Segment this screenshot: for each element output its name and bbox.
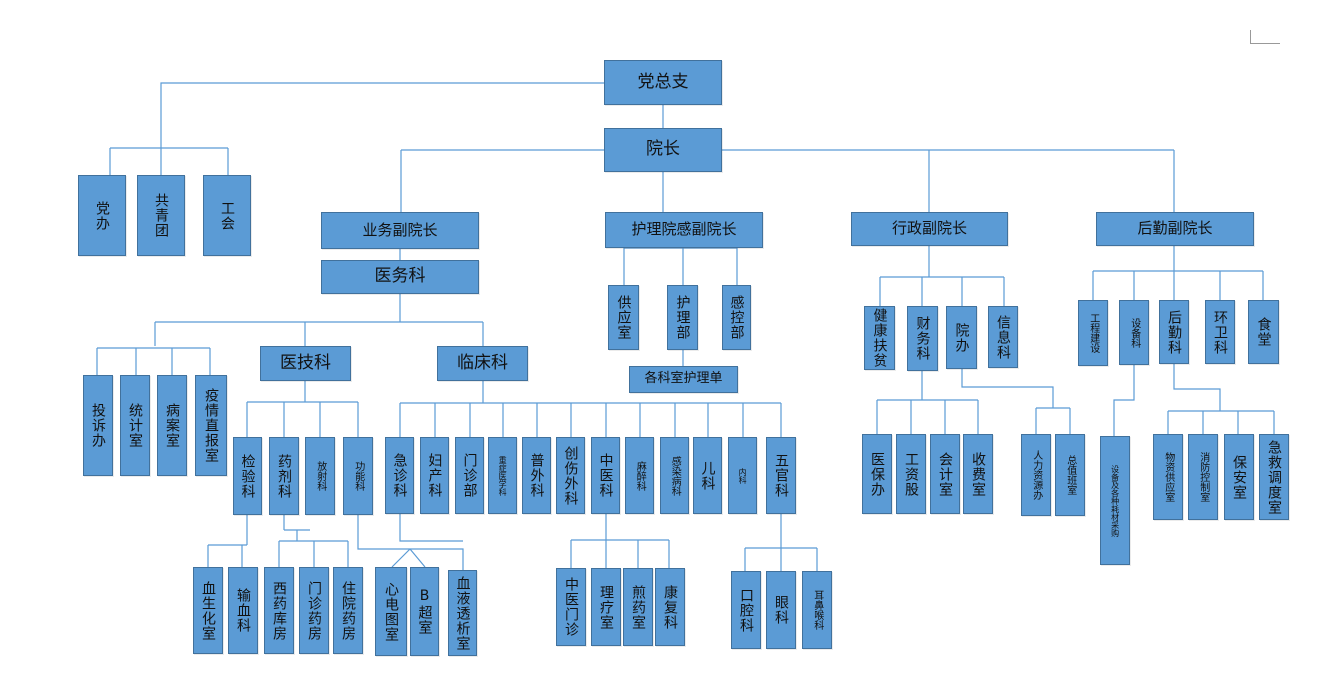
trade-union-box[interactable]: 工会 bbox=[203, 175, 251, 256]
trauma-surgery-box[interactable]: 创伤外科 bbox=[556, 437, 585, 514]
accounting-box[interactable]: 会计室 bbox=[930, 434, 960, 514]
sanitation-box[interactable]: 环卫科 bbox=[1205, 300, 1235, 364]
party-office-box[interactable]: 党办 bbox=[78, 175, 126, 256]
decoction-room-box[interactable]: 煎药室 bbox=[623, 568, 653, 646]
finance-box[interactable]: 财务科 bbox=[907, 306, 938, 371]
poverty-relief-box[interactable]: 健康扶贫 bbox=[864, 306, 895, 370]
tcm-box[interactable]: 中医科 bbox=[591, 437, 620, 514]
procurement-box[interactable]: 设备及各种耗材采购 bbox=[1100, 436, 1130, 565]
transfusion-box[interactable]: 输血科 bbox=[228, 567, 258, 654]
ent-dept-box[interactable]: 五官科 bbox=[766, 437, 796, 514]
ophthalmology-box[interactable]: 眼科 bbox=[766, 571, 796, 649]
fire-control-box[interactable]: 消防控制室 bbox=[1188, 434, 1218, 520]
hr-office-box[interactable]: 人力资源办 bbox=[1021, 434, 1051, 516]
party-branch-box[interactable]: 党总支 bbox=[604, 60, 722, 105]
radiology-box[interactable]: 放射科 bbox=[305, 437, 335, 515]
ward-nursing-box[interactable]: 各科室护理单 bbox=[629, 366, 738, 393]
records-room-box[interactable]: 病案室 bbox=[157, 375, 187, 476]
president-box[interactable]: 院长 bbox=[604, 128, 722, 172]
obgyn-box[interactable]: 妇产科 bbox=[420, 437, 449, 514]
logistics-dept-box[interactable]: 后勤科 bbox=[1159, 300, 1189, 364]
pharmacy-box[interactable]: 药剂科 bbox=[269, 437, 299, 515]
clinical-dept-box[interactable]: 临床科 bbox=[437, 346, 528, 381]
admin-office-box[interactable]: 院办 bbox=[946, 306, 977, 369]
cashier-box[interactable]: 收费室 bbox=[963, 434, 993, 514]
infection-control-box[interactable]: 感控部 bbox=[722, 285, 751, 350]
materials-supply-box[interactable]: 物资供应室 bbox=[1153, 434, 1183, 520]
outpatient-pharmacy-box[interactable]: 门诊药房 bbox=[299, 567, 329, 654]
medical-affairs-box[interactable]: 医务科 bbox=[321, 260, 479, 294]
rehab-box[interactable]: 康复科 bbox=[655, 568, 685, 646]
ultrasound-room-box[interactable]: B超室 bbox=[410, 567, 439, 656]
page-corner-mark bbox=[1250, 30, 1280, 44]
otolaryngology-box[interactable]: 耳鼻喉科 bbox=[802, 571, 832, 649]
info-dept-box[interactable]: 信息科 bbox=[988, 306, 1018, 368]
icu-box[interactable]: 重症医学科 bbox=[488, 437, 517, 514]
inpatient-pharmacy-box[interactable]: 住院药房 bbox=[333, 567, 363, 654]
physio-room-box[interactable]: 理疗室 bbox=[591, 568, 621, 646]
anesthesia-box[interactable]: 麻醉科 bbox=[625, 437, 654, 514]
equipment-dept-box[interactable]: 设备科 bbox=[1119, 300, 1149, 365]
outpatient-box[interactable]: 门诊部 bbox=[455, 437, 484, 514]
statistics-room-box[interactable]: 统计室 bbox=[120, 375, 150, 476]
payroll-box[interactable]: 工资股 bbox=[896, 434, 926, 514]
business-vp-box[interactable]: 业务副院长 bbox=[321, 212, 479, 249]
biochem-room-box[interactable]: 血生化室 bbox=[193, 567, 223, 654]
ecg-room-box[interactable]: 心电图室 bbox=[375, 567, 407, 656]
dental-box[interactable]: 口腔科 bbox=[731, 571, 761, 649]
nursing-dept-box[interactable]: 护理部 bbox=[667, 285, 698, 350]
function-dept-box[interactable]: 功能科 bbox=[343, 437, 373, 515]
youth-league-box[interactable]: 共青团 bbox=[137, 175, 185, 256]
complaint-office-box[interactable]: 投诉办 bbox=[83, 375, 113, 476]
western-store-box[interactable]: 西药库房 bbox=[264, 567, 294, 654]
epidemic-report-box[interactable]: 疫情直报室 bbox=[195, 375, 227, 476]
infectious-box[interactable]: 感染病科 bbox=[660, 437, 689, 514]
pediatrics-box[interactable]: 儿科 bbox=[693, 437, 722, 514]
dispatch-box[interactable]: 急救调度室 bbox=[1259, 434, 1289, 520]
admin-vp-box[interactable]: 行政副院长 bbox=[851, 212, 1008, 246]
dialysis-room-box[interactable]: 血液透析室 bbox=[448, 570, 477, 656]
logistics-vp-box[interactable]: 后勤副院长 bbox=[1096, 212, 1254, 246]
tcm-clinic-box[interactable]: 中医门诊 bbox=[556, 568, 586, 646]
tech-dept-box[interactable]: 医技科 bbox=[260, 346, 351, 381]
lab-box[interactable]: 检验科 bbox=[233, 437, 262, 515]
security-box[interactable]: 保安室 bbox=[1224, 434, 1254, 520]
general-surgery-box[interactable]: 普外科 bbox=[522, 437, 551, 514]
supply-room-box[interactable]: 供应室 bbox=[608, 285, 639, 350]
insurance-office-box[interactable]: 医保办 bbox=[862, 434, 892, 514]
canteen-box[interactable]: 食堂 bbox=[1248, 300, 1279, 364]
nursing-vp-box[interactable]: 护理院感副院长 bbox=[605, 212, 763, 248]
internal-medicine-box[interactable]: 内科 bbox=[728, 437, 757, 514]
construction-box[interactable]: 工程建设 bbox=[1078, 300, 1108, 366]
duty-room-box[interactable]: 总值班室 bbox=[1055, 434, 1085, 516]
emergency-box[interactable]: 急诊科 bbox=[385, 437, 414, 514]
